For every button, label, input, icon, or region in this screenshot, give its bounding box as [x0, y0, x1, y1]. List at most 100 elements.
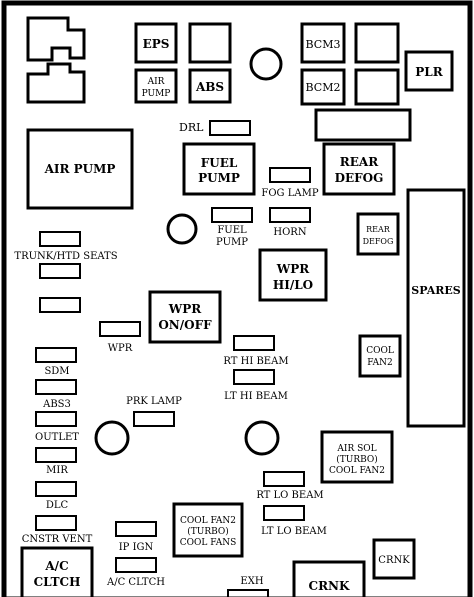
relay-wpr-on-off-label-1: WPR [168, 302, 203, 316]
fuse-exh-label: EXH [240, 576, 263, 587]
fuse-rt-lo-beam-label: RT LO BEAM [256, 490, 323, 501]
fuse-lt-lo-beam-label: LT LO BEAM [261, 526, 327, 537]
mount-hole-center [244, 420, 280, 456]
fuse-drl-label: DRL [179, 121, 204, 134]
relay-rear-defog-small-label-1: REAR [366, 225, 391, 234]
fuse-blank-left-1 [39, 263, 81, 279]
relay-blank-mid-right [354, 68, 400, 106]
relay-rear-defog [322, 142, 396, 196]
fuse-wpr [99, 321, 141, 337]
fuse-ip-ign [115, 521, 157, 537]
relay-wpr-hi-lo [258, 248, 328, 302]
fuse-fuel-pump [211, 207, 253, 223]
fuse-fuel-pump-label-1: FUEL [217, 225, 247, 236]
fuse-lt-hi-beam [233, 369, 275, 385]
fuse-lt-hi-beam-label: LT HI BEAM [224, 391, 288, 402]
relay-crnk-small [372, 538, 416, 580]
relay-eps [134, 22, 178, 64]
relay-plr [404, 50, 454, 92]
fuse-horn-label: HORN [273, 227, 306, 238]
relay-cool-fan2-turbo-label-1: COOL FAN2 [180, 516, 236, 526]
fuse-rt-lo-beam [263, 471, 305, 487]
relay-rear-defog-label-1: REAR [340, 155, 379, 169]
spares-label: SPARES [411, 284, 460, 297]
fuse-exh [227, 589, 269, 597]
relay-rear-defog-label-2: DEFOG [335, 171, 384, 185]
relay-cool-fan2-small-label-2: FAN2 [367, 358, 393, 368]
fuse-lt-lo-beam [263, 505, 305, 521]
relay-abs-label: ABS [195, 80, 224, 94]
relay-ac-clutch-label-1: A/C [44, 559, 68, 573]
relay-air-pump-large [26, 128, 134, 210]
relay-eps-label: EPS [143, 37, 170, 51]
fuse-abs3 [35, 379, 77, 395]
relay-wpr-on-off-label-2: ON/OFF [158, 318, 212, 332]
relay-air-pump-small [134, 68, 178, 104]
fuse-horn [269, 207, 311, 223]
fuse-abs3-label: ABS3 [42, 399, 71, 410]
fuse-prk-lamp-label: PRK LAMP [126, 396, 182, 407]
relay-bcm2 [300, 68, 346, 106]
fuse-trunk-htd-seats [39, 231, 81, 247]
fuse-sdm [35, 347, 77, 363]
relay-blank-topright [354, 22, 400, 64]
connector-lower [26, 62, 86, 104]
relay-air-sol-label-3: COOL FAN2 [329, 466, 385, 476]
fuse-cnstr-vent-label: CNSTR VENT [22, 534, 93, 545]
relay-cool-fan2-small [358, 334, 402, 378]
fuse-fog-lamp-label: FOG LAMP [261, 188, 318, 199]
relay-wpr-hi-lo-label-2: HI/LO [273, 278, 313, 292]
fuse-cnstr-vent [35, 515, 77, 531]
relay-air-sol [320, 430, 394, 484]
fuse-ac-cltch [115, 557, 157, 573]
relay-rear-defog-small [356, 212, 400, 256]
fuse-dlc [35, 481, 77, 497]
relay-wpr-hi-lo-label-1: WPR [276, 262, 311, 276]
fuse-fuel-pump-label-2: PUMP [216, 237, 248, 248]
relay-crnk-large [292, 560, 366, 597]
fuse-mir [35, 447, 77, 463]
fuse-ip-ign-label: IP IGN [119, 542, 154, 553]
fuse-ac-cltch-label: A/C CLTCH [106, 577, 165, 588]
fuse-blank-left-2 [39, 297, 81, 313]
mount-hole-left [94, 420, 130, 456]
relay-fuel-pump-label-1: FUEL [201, 156, 238, 170]
relay-fuel-pump-label-2: PUMP [198, 171, 240, 185]
relay-bcm2-label: BCM2 [306, 81, 341, 94]
relay-cool-fan2-turbo-label-2: (TURBO) [187, 526, 229, 537]
relay-air-sol-label-1: AIR SOL [336, 444, 376, 454]
fuse-trunk-htd-seats-label: TRUNK/HTD SEATS [14, 251, 117, 262]
fuse-drl [209, 120, 251, 136]
fuse-prk-lamp [133, 411, 175, 427]
fuse-outlet-label: OUTLET [35, 432, 79, 443]
relay-air-pump-small-label-2: PUMP [142, 89, 171, 99]
relay-rear-defog-small-label-2: DEFOG [363, 237, 394, 246]
relay-crnk-small-label: CRNK [378, 555, 410, 566]
relay-bcm3 [300, 22, 346, 64]
relay-abs [188, 68, 232, 104]
relay-cool-fan2-turbo-label-3: COOL FANS [180, 538, 236, 548]
relay-cool-fan2-small-label-1: COOL [366, 346, 394, 356]
fuse-wpr-label: WPR [108, 343, 133, 354]
fuse-outlet [35, 411, 77, 427]
relay-crnk-large-label: CRNK [309, 579, 350, 593]
mount-hole-mid [166, 213, 198, 245]
relay-fuel-pump [182, 142, 256, 196]
relay-ac-clutch-label-2: CLTCH [34, 575, 81, 589]
mount-hole-top [249, 47, 283, 81]
fuse-mir-label: MIR [46, 465, 68, 476]
relay-wide-bar [314, 108, 412, 142]
fuse-rt-hi-beam-label: RT HI BEAM [223, 356, 288, 367]
relay-blank-top [188, 22, 232, 64]
relay-cool-fan2-turbo [172, 502, 244, 558]
fuse-dlc-label: DLC [46, 500, 69, 511]
fuse-sdm-label: SDM [44, 366, 69, 377]
relay-ac-clutch [20, 546, 94, 597]
connector-upper [26, 16, 86, 62]
relay-air-sol-label-2: (TURBO) [336, 454, 378, 465]
relay-wpr-on-off [148, 290, 222, 344]
relay-plr-label: PLR [415, 65, 443, 79]
spares-area [406, 188, 466, 428]
